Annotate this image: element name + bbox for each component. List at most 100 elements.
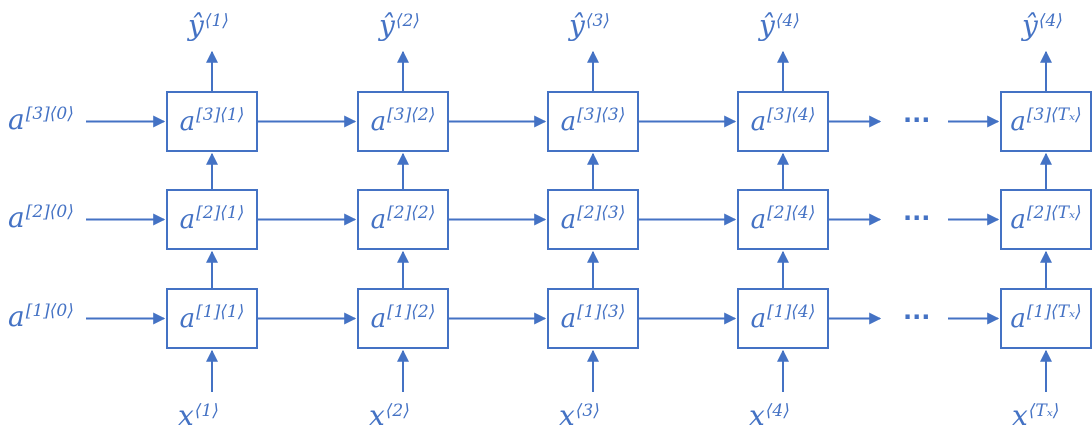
cell-label-superscript: [1]⟨1⟩	[196, 302, 245, 323]
ellipsis: ···	[903, 105, 931, 134]
cell-label-superscript: [3]⟨Tₓ⟩	[1026, 105, 1082, 126]
output-label: ŷ⟨1⟩	[188, 12, 229, 40]
initial-state-label-superscript: [1]⟨0⟩	[25, 301, 74, 322]
cell-label-base: a	[750, 204, 767, 235]
rnn-cell: a[2]⟨1⟩	[166, 189, 258, 250]
cell-label-base: a	[179, 303, 196, 334]
output-label-superscript: ⟨2⟩	[395, 10, 420, 31]
rnn-cell: a[1]⟨Tₓ⟩	[1000, 288, 1092, 349]
cell-label-superscript: [1]⟨4⟩	[767, 302, 816, 323]
rnn-cell: a[2]⟨Tₓ⟩	[1000, 189, 1092, 250]
input-label-superscript: ⟨Tₓ⟩	[1028, 400, 1060, 421]
cell-label: a[3]⟨Tₓ⟩	[1010, 106, 1081, 137]
cell-label-superscript: [2]⟨2⟩	[387, 203, 436, 224]
initial-state-label-base: a	[8, 299, 25, 333]
cell-label: a[3]⟨2⟩	[370, 106, 436, 137]
input-label-superscript: ⟨1⟩	[194, 400, 219, 421]
rnn-cell: a[3]⟨4⟩	[737, 91, 829, 152]
output-label-base: ŷ	[1022, 9, 1038, 42]
initial-state-label-base: a	[8, 102, 25, 136]
cell-label-superscript: [3]⟨4⟩	[767, 105, 816, 126]
cell-label-superscript: [2]⟨Tₓ⟩	[1026, 203, 1082, 224]
rnn-cell: a[1]⟨4⟩	[737, 288, 829, 349]
rnn-cell: a[1]⟨3⟩	[547, 288, 639, 349]
cell-label: a[2]⟨3⟩	[560, 204, 626, 235]
ellipsis: ···	[903, 302, 931, 331]
cell-label: a[2]⟨2⟩	[370, 204, 436, 235]
output-label-superscript: ⟨4⟩	[775, 10, 800, 31]
input-label-superscript: ⟨4⟩	[765, 400, 790, 421]
cell-label-superscript: [1]⟨Tₓ⟩	[1026, 302, 1082, 323]
initial-state-label: a[2]⟨0⟩	[8, 200, 74, 234]
cell-label-base: a	[1010, 106, 1026, 137]
initial-state-label-base: a	[8, 200, 25, 234]
cell-label: a[1]⟨1⟩	[179, 303, 245, 334]
cell-label-base: a	[370, 106, 387, 137]
cell-label: a[3]⟨1⟩	[179, 106, 245, 137]
rnn-cell: a[1]⟨2⟩	[357, 288, 449, 349]
input-label-base: x	[749, 399, 765, 432]
output-label: ŷ⟨4⟩	[1022, 12, 1063, 40]
input-label: x⟨Tₓ⟩	[1012, 402, 1059, 430]
cell-label-base: a	[560, 106, 577, 137]
output-label-base: ŷ	[188, 9, 204, 42]
input-label-superscript: ⟨2⟩	[385, 400, 410, 421]
input-label-base: x	[1012, 399, 1028, 432]
cell-label: a[3]⟨3⟩	[560, 106, 626, 137]
cell-label-superscript: [2]⟨4⟩	[767, 203, 816, 224]
rnn-cell: a[3]⟨Tₓ⟩	[1000, 91, 1092, 152]
cell-label: a[1]⟨Tₓ⟩	[1010, 303, 1081, 334]
output-label: ŷ⟨3⟩	[569, 12, 610, 40]
rnn-cell: a[3]⟨3⟩	[547, 91, 639, 152]
output-label-base: ŷ	[379, 9, 395, 42]
cell-label-base: a	[370, 303, 387, 334]
output-label: ŷ⟨2⟩	[379, 12, 420, 40]
rnn-cell: a[3]⟨2⟩	[357, 91, 449, 152]
initial-state-label-superscript: [3]⟨0⟩	[25, 104, 74, 125]
rnn-cell: a[1]⟨1⟩	[166, 288, 258, 349]
cell-label-base: a	[1010, 204, 1026, 235]
cell-label-base: a	[750, 303, 767, 334]
input-label-superscript: ⟨3⟩	[575, 400, 600, 421]
input-label: x⟨2⟩	[369, 402, 410, 430]
cell-label: a[2]⟨Tₓ⟩	[1010, 204, 1081, 235]
cell-label-superscript: [1]⟨2⟩	[387, 302, 436, 323]
cell-label-superscript: [2]⟨3⟩	[577, 203, 626, 224]
cell-label-base: a	[1010, 303, 1026, 334]
cell-label-base: a	[560, 204, 577, 235]
rnn-cell: a[2]⟨2⟩	[357, 189, 449, 250]
cell-label-base: a	[370, 204, 387, 235]
initial-state-label: a[3]⟨0⟩	[8, 102, 74, 136]
cell-label: a[1]⟨4⟩	[750, 303, 816, 334]
cell-label-superscript: [2]⟨1⟩	[196, 203, 245, 224]
cell-label-base: a	[179, 106, 196, 137]
input-label: x⟨4⟩	[749, 402, 790, 430]
cell-label-superscript: [3]⟨3⟩	[577, 105, 626, 126]
input-label-base: x	[369, 399, 385, 432]
cell-label: a[1]⟨2⟩	[370, 303, 436, 334]
cell-label-superscript: [1]⟨3⟩	[577, 302, 626, 323]
cell-label-superscript: [3]⟨1⟩	[196, 105, 245, 126]
cell-label: a[1]⟨3⟩	[560, 303, 626, 334]
cell-label: a[2]⟨1⟩	[180, 205, 245, 233]
initial-state-label-superscript: [2]⟨0⟩	[25, 202, 74, 223]
output-label: ŷ⟨4⟩	[759, 12, 800, 40]
cell-label-base: a	[560, 303, 577, 334]
ellipsis: ···	[903, 203, 931, 232]
output-label-base: ŷ	[759, 9, 775, 42]
input-label: x⟨1⟩	[178, 402, 219, 430]
cell-label-superscript: [3]⟨2⟩	[387, 105, 436, 126]
input-label: x⟨3⟩	[559, 402, 600, 430]
rnn-cell: a[3]⟨1⟩	[166, 91, 258, 152]
cell-label: a[2]⟨4⟩	[750, 204, 816, 235]
input-label-base: x	[559, 399, 575, 432]
cell-label: a[3]⟨4⟩	[751, 107, 816, 135]
rnn-cell: a[2]⟨3⟩	[547, 189, 639, 250]
output-label-superscript: ⟨1⟩	[204, 10, 229, 31]
output-label-base: ŷ	[569, 9, 585, 42]
initial-state-label: a[1]⟨0⟩	[8, 299, 74, 333]
input-label-base: x	[178, 399, 194, 432]
output-label-superscript: ⟨3⟩	[585, 10, 610, 31]
